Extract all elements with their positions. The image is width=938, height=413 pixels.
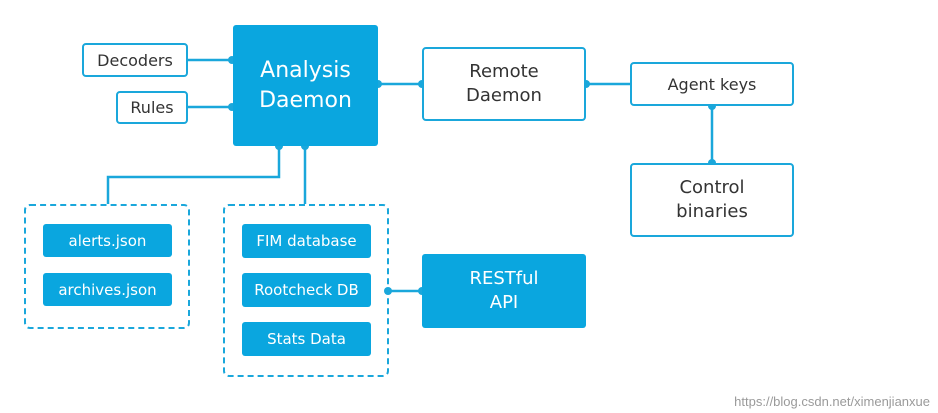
rules-label: Rules [130, 98, 174, 117]
analysis-daemon-node: Analysis Daemon [233, 25, 378, 146]
alerts-json-label: alerts.json [68, 231, 147, 250]
control-binaries-node: Control binaries [630, 163, 794, 237]
alerts-archives-group [24, 204, 190, 329]
stats-data-label: Stats Data [267, 330, 346, 348]
fim-database-node: FIM database [242, 224, 371, 258]
remote-daemon-node: Remote Daemon [422, 47, 586, 121]
control-binaries-label: Control binaries [676, 177, 748, 222]
rules-node: Rules [116, 91, 188, 124]
restful-api-node: RESTful API [422, 254, 586, 328]
stats-data-node: Stats Data [242, 322, 371, 356]
decoders-node: Decoders [82, 43, 188, 77]
restful-api-label: RESTful API [469, 268, 539, 313]
rootcheck-db-label: Rootcheck DB [254, 281, 359, 299]
agent-keys-node: Agent keys [630, 62, 794, 106]
rootcheck-db-node: Rootcheck DB [242, 273, 371, 307]
archives-json-label: archives.json [58, 280, 157, 299]
fim-database-label: FIM database [256, 232, 357, 250]
remote-daemon-label: Remote Daemon [466, 61, 542, 106]
agent-keys-label: Agent keys [667, 74, 757, 94]
alerts-json-node: alerts.json [43, 224, 172, 257]
archives-json-node: archives.json [43, 273, 172, 306]
database-group [223, 204, 389, 377]
watermark-url: https://blog.csdn.net/ximenjianxue [734, 394, 930, 409]
decoders-label: Decoders [97, 50, 173, 70]
analysis-daemon-label: Analysis Daemon [259, 57, 352, 113]
